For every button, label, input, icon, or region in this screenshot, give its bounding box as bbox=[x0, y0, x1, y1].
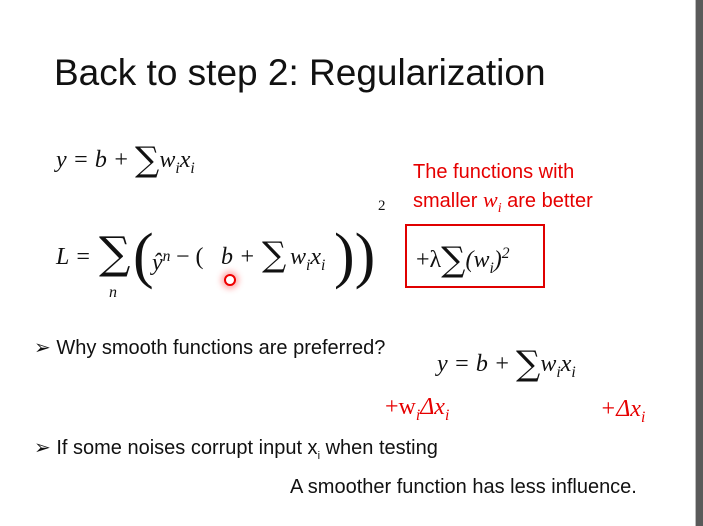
dx-sub: i bbox=[640, 408, 646, 426]
slide-title: Back to step 2: Regularization bbox=[54, 52, 546, 93]
regularizer-term: +λ∑(wi)2 bbox=[416, 240, 510, 283]
note-line-2: smaller wi are better bbox=[413, 186, 593, 223]
note-sub: i bbox=[497, 201, 502, 216]
dw: +w bbox=[385, 394, 416, 420]
note-post: are better bbox=[501, 190, 593, 212]
arrowhead-bullet-icon: ➢ bbox=[34, 337, 51, 359]
eq-sub: i bbox=[190, 159, 195, 177]
eq-w: w bbox=[540, 351, 557, 377]
sum-symbol: ∑ bbox=[262, 235, 287, 275]
note-line-1: The functions with bbox=[413, 161, 575, 183]
sum-symbol: ∑ bbox=[516, 344, 541, 384]
plus-lambda: +λ bbox=[416, 247, 442, 273]
sum-symbol: ∑ bbox=[441, 240, 466, 280]
note-pre: smaller bbox=[413, 190, 484, 212]
loss-b: b + bbox=[221, 244, 256, 270]
bullet-sub: i bbox=[317, 450, 321, 462]
paren-close: )) bbox=[334, 222, 376, 290]
yhat: ŷ bbox=[152, 250, 163, 276]
bullet-text: If some noises corrupt input x bbox=[56, 437, 318, 459]
delta-x-term: +Δxi bbox=[600, 395, 645, 432]
note-w: w bbox=[483, 187, 498, 212]
loss-x: x bbox=[310, 244, 322, 270]
reg-close: ) bbox=[493, 247, 502, 273]
regularizer-box bbox=[405, 224, 545, 288]
dx: +Δx bbox=[600, 396, 641, 422]
model-equation: y = b + ∑wixi bbox=[56, 143, 195, 183]
yhat-sup: n bbox=[162, 248, 171, 265]
bullet-noise: ➢ If some noises corrupt input xi when t… bbox=[34, 435, 438, 462]
yhat-group: ŷn bbox=[152, 243, 170, 277]
note-text: The functions with smaller wi are better bbox=[413, 158, 593, 223]
eq-lhs: y = b + bbox=[56, 147, 136, 173]
loss-sub: i bbox=[306, 256, 311, 274]
eq-sub: i bbox=[556, 363, 561, 381]
window-edge bbox=[695, 0, 703, 526]
delta-w-term: +wiΔxi bbox=[385, 393, 449, 430]
eq-w: w bbox=[159, 147, 176, 173]
dw-rest-sub: i bbox=[444, 406, 450, 424]
loss-sub: i bbox=[321, 256, 326, 274]
dw-sub: i bbox=[415, 406, 421, 424]
sum-symbol: ∑ bbox=[135, 140, 160, 180]
bullet-smooth: ➢ Why smooth functions are preferred? bbox=[34, 335, 385, 360]
square-exponent: 2 bbox=[378, 198, 386, 214]
eq-lhs: y = b + bbox=[437, 351, 517, 377]
bullet-text-post: when testing bbox=[320, 437, 438, 459]
eq-sub: i bbox=[175, 159, 180, 177]
loss-lhs: L = bbox=[56, 244, 92, 270]
model-equation-2: y = b + ∑wixi bbox=[437, 347, 576, 387]
pointer-cursor bbox=[224, 274, 236, 286]
paren-open: ( bbox=[133, 222, 154, 290]
bullet-text: Why smooth functions are preferred? bbox=[56, 337, 386, 359]
loss-term: wixi bbox=[290, 243, 325, 280]
sum-symbol: ∑ bbox=[99, 228, 131, 279]
reg-power: 2 bbox=[501, 245, 510, 262]
eq-x: x bbox=[560, 351, 572, 377]
dw-rest: Δx bbox=[420, 394, 445, 420]
sum-index: n bbox=[109, 284, 117, 301]
arrowhead-bullet-icon: ➢ bbox=[34, 437, 51, 459]
reg-w: (w bbox=[465, 247, 490, 273]
eq-sub: i bbox=[571, 363, 576, 381]
minus: − ( bbox=[176, 244, 204, 270]
eq-x: x bbox=[179, 147, 191, 173]
reg-sub: i bbox=[489, 259, 494, 277]
conclusion-text: A smoother function has less influence. bbox=[290, 476, 637, 498]
loss-w: w bbox=[290, 244, 307, 270]
